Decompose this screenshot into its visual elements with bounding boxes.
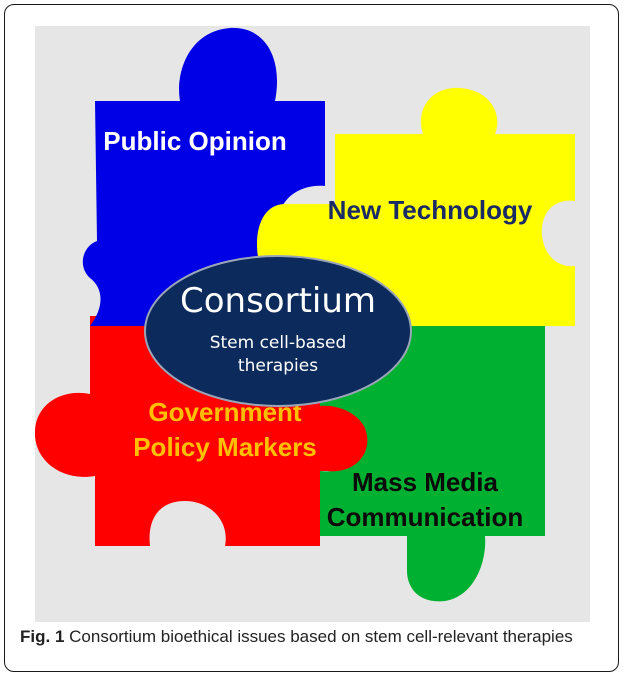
label-public-opinion: Public Opinion: [103, 126, 286, 156]
consortium-subtitle-line2: therapies: [238, 356, 318, 376]
consortium-title: Consortium: [180, 281, 376, 321]
consortium-subtitle-line1: Stem cell-based: [210, 333, 347, 353]
label-mass-media-line1: Mass Media: [352, 467, 498, 497]
caption-text: Consortium bioethical issues based on st…: [64, 627, 573, 646]
figure-caption: Fig. 1 Consortium bioethical issues base…: [20, 625, 580, 648]
puzzle-diagram: Public Opinion New Technology Government…: [35, 26, 590, 622]
caption-label: Fig. 1: [20, 627, 65, 646]
consortium-ellipse: [144, 255, 412, 407]
label-new-technology: New Technology: [328, 195, 533, 225]
label-mass-media-line2: Communication: [327, 502, 523, 532]
label-government-line2: Policy Markers: [133, 432, 317, 462]
